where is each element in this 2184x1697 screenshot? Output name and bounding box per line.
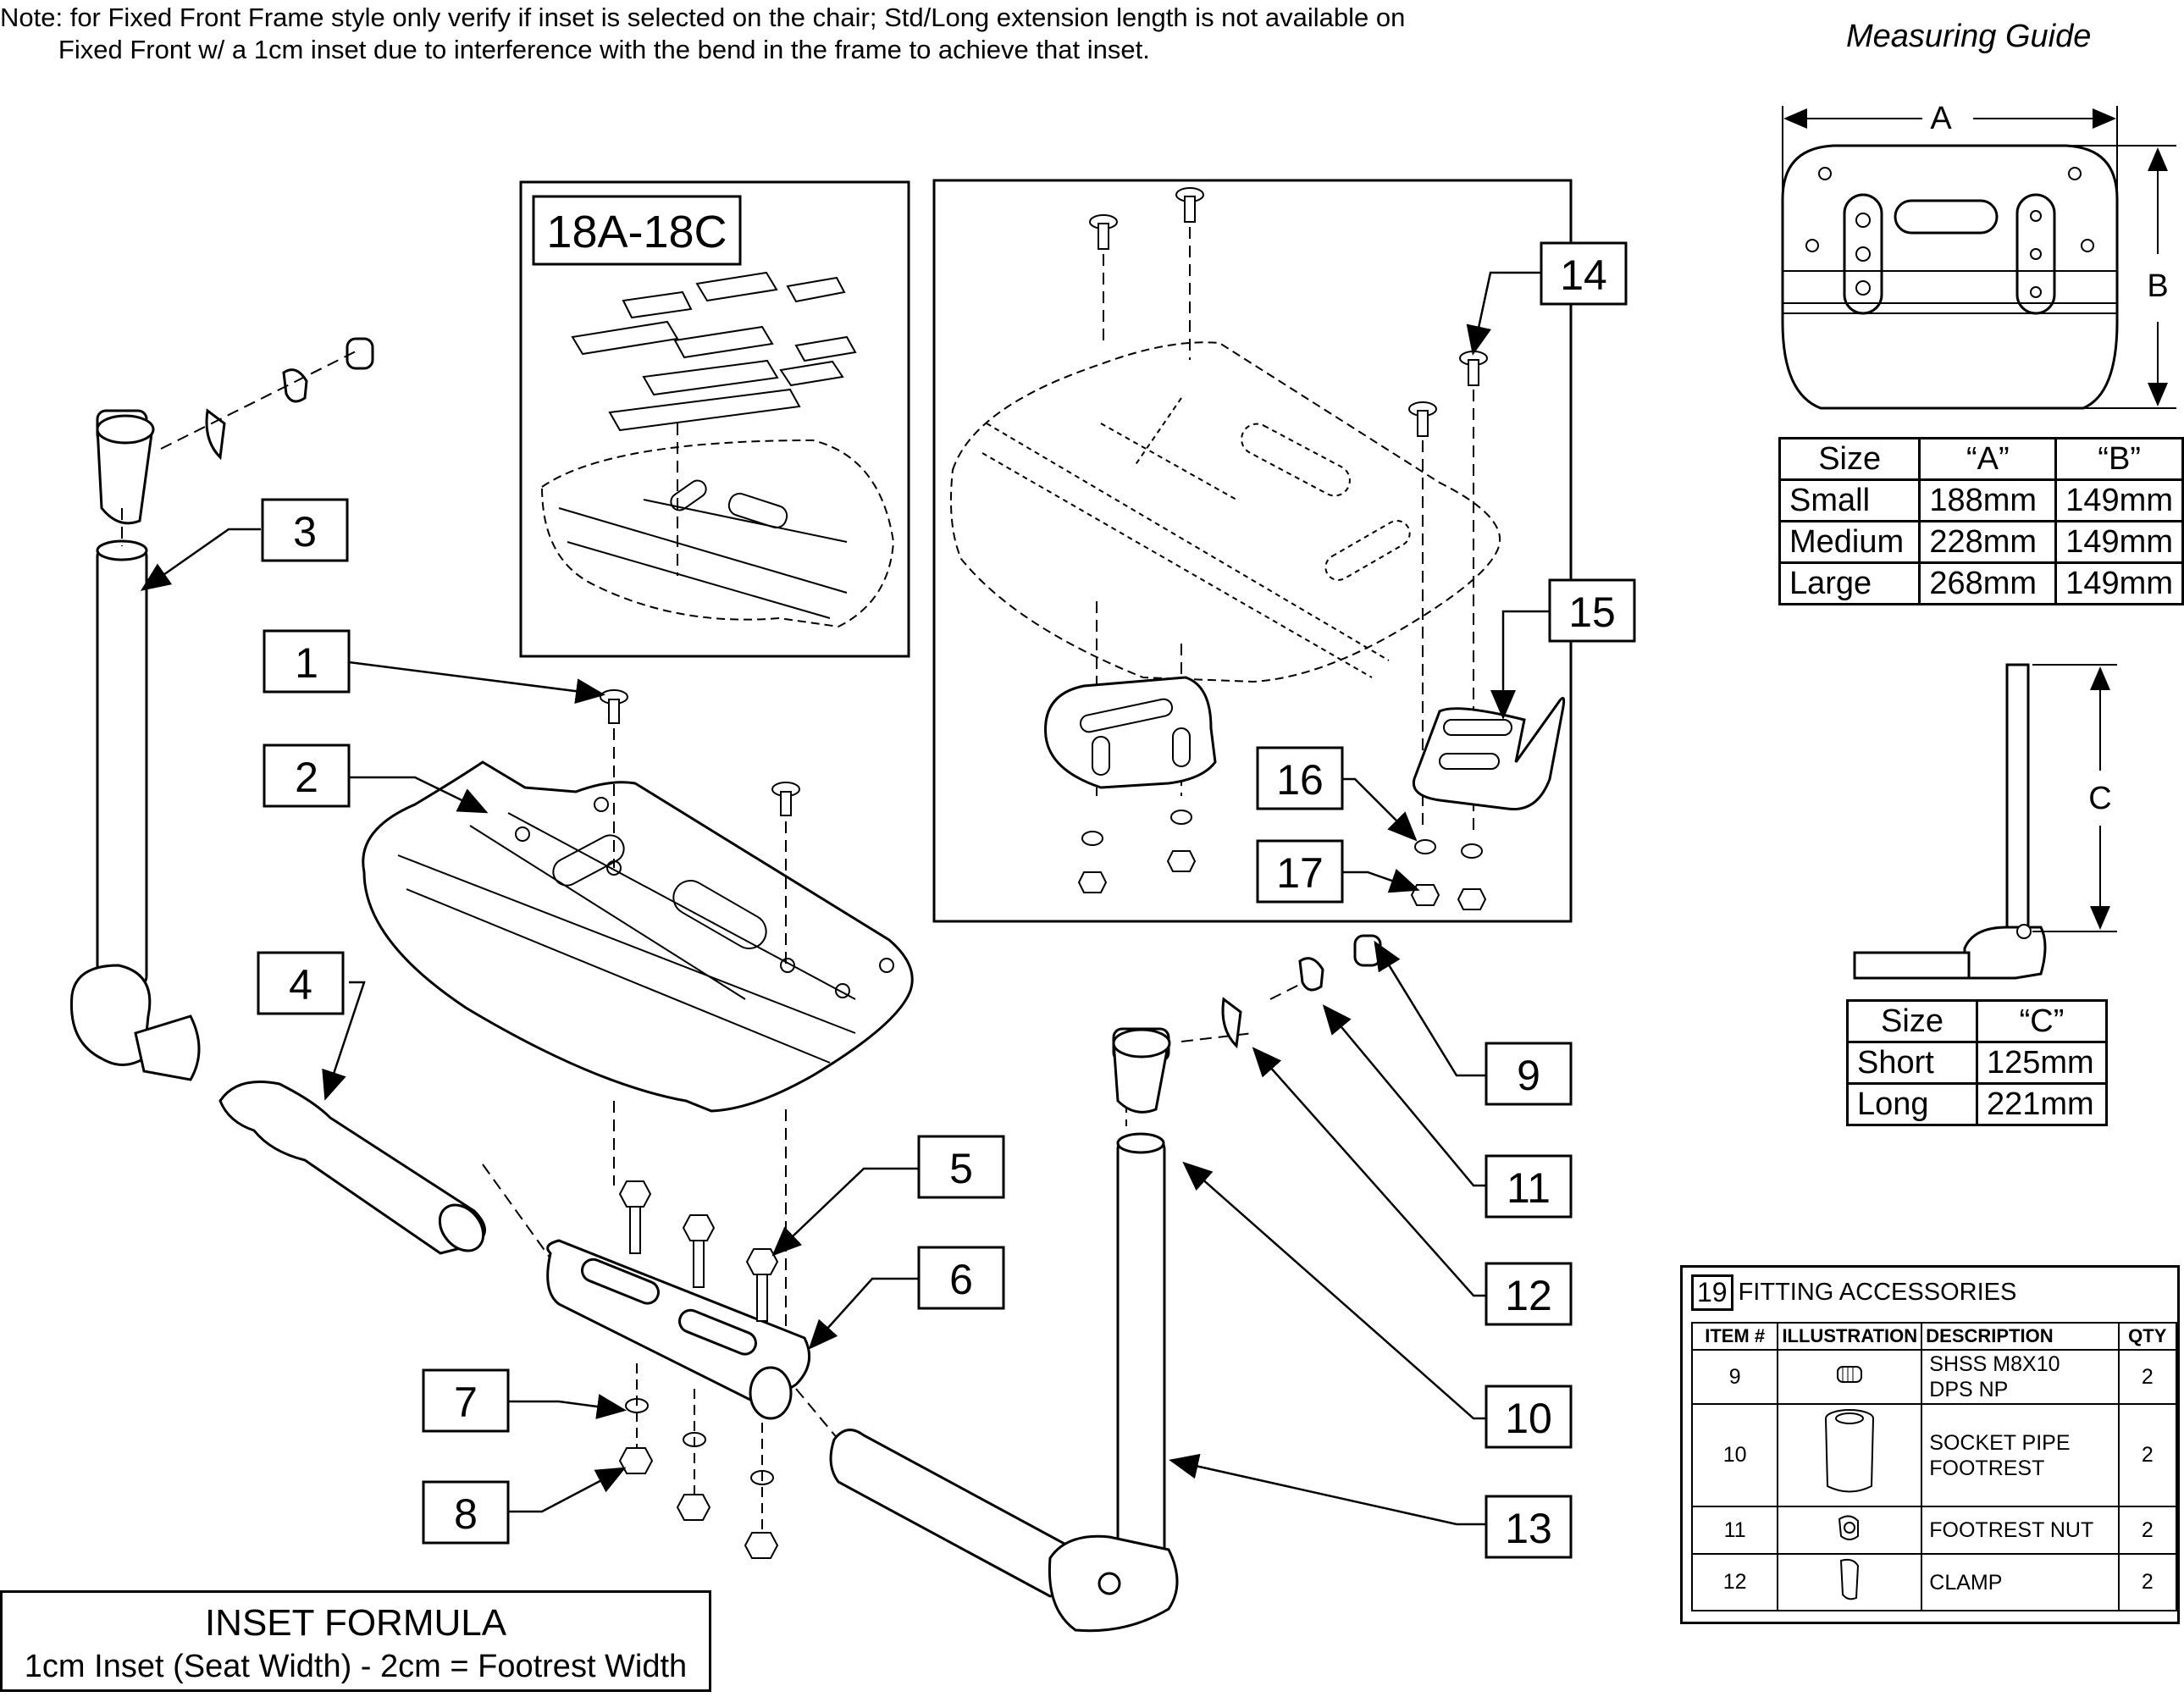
accessories-table: ITEM # ILLUSTRATION DESCRIPTION QTY 9 SH… [1690,1322,2178,1611]
callout-boxes: 3 1 2 4 5 6 7 8 9 11 12 10 13 14 15 16 1… [257,241,1636,1559]
callout-16: 16 [1256,746,1344,810]
size-table-header-a: “A” [1918,437,2058,481]
size-table-header-size: Size [1778,437,1921,481]
socket-pipe-icon [1825,1409,1875,1493]
svg-text:2: 2 [295,754,318,801]
svg-text:17: 17 [1276,849,1324,897]
length-table-header-size: Size [1846,999,1978,1043]
callout-5: 5 [917,1135,1005,1199]
callout-2: 2 [263,743,351,808]
callout-4: 4 [257,951,345,1015]
table-row: Short 125mm [1846,1041,2108,1085]
note-line-2: Fixed Front w/ a 1cm inset due to interf… [0,35,1150,64]
svg-text:16: 16 [1276,756,1324,804]
svg-text:9: 9 [1517,1052,1540,1099]
svg-text:1: 1 [295,639,318,687]
accessories-title: FITTING ACCESSORIES [1738,1279,2017,1306]
callout-3: 3 [261,498,349,562]
measuring-hanger-figure: C [1853,663,2117,980]
clamp-icon [1840,1558,1860,1600]
callout-17: 17 [1256,839,1344,904]
inset-formula-title: INSET FORMULA [204,1602,507,1644]
offset-footplate-panel [932,179,1573,923]
svg-text:7: 7 [454,1379,478,1426]
svg-text:8: 8 [454,1490,478,1538]
svg-text:14: 14 [1560,252,1607,299]
accessories-number: 19 [1691,1274,1733,1311]
svg-text:6: 6 [949,1256,973,1303]
callout-11: 11 [1485,1154,1573,1219]
right-hanger-assembly [829,934,1382,1633]
svg-text:10: 10 [1505,1395,1552,1442]
inset-detail-label: 18A-18C [546,207,727,257]
callout-8: 8 [422,1480,510,1545]
svg-text:15: 15 [1568,589,1616,636]
set-screw-icon [1837,1365,1863,1383]
left-hanger-assembly [69,337,374,1081]
callout-10: 10 [1485,1385,1573,1449]
inset-formula-text: 1cm Inset (Seat Width) - 2cm = Footrest … [24,1649,688,1684]
table-row: 11 FOOTREST NUT 2 [1690,1506,2178,1555]
table-row: 12 CLAMP 2 [1690,1553,2178,1611]
plate-size-table: Size “A” “B” Small 188mm 149mm Medium 22… [1778,437,2184,605]
table-row: Medium 228mm 149mm [1778,520,2184,564]
svg-text:4: 4 [289,961,312,1009]
table-row: Long 221mm [1846,1082,2108,1126]
callout-9: 9 [1485,1042,1573,1106]
extension-tube [218,1081,486,1255]
inset-formula-box: INSET FORMULA 1cm Inset (Seat Width) - 2… [0,1590,711,1692]
callout-6: 6 [917,1246,1005,1310]
callout-15: 15 [1548,578,1636,643]
measuring-guide-title: Measuring Guide [1846,19,2092,54]
size-table-header-b: “B” [2054,437,2184,481]
dim-b-label: B [2147,268,2168,304]
callout-1: 1 [263,629,351,694]
measuring-plate-figure: A B [1781,101,2176,410]
svg-text:12: 12 [1505,1272,1552,1319]
fitting-accessories-panel: 19 FITTING ACCESSORIES ITEM # ILLUSTRATI… [1680,1265,2180,1624]
note-text: Note: for Fixed Front Frame style only v… [0,2,1405,66]
footrest-nut-icon [1838,1515,1860,1540]
svg-text:13: 13 [1505,1505,1552,1552]
callout-12: 12 [1485,1262,1573,1326]
clamp-block [546,1239,811,1420]
table-row: Small 188mm 149mm [1778,478,2184,522]
note-line-1: Note: for Fixed Front Frame style only v… [0,3,1406,32]
callout-7: 7 [422,1368,510,1433]
callout-14: 14 [1540,241,1628,306]
dim-c-label: C [2088,781,2111,816]
footplate [362,760,914,1113]
length-table-header-c: “C” [1976,999,2108,1043]
table-row: Large 268mm 149mm [1778,561,2184,605]
hanger-length-table: Size “C” Short 125mm Long 221mm [1846,999,2108,1126]
svg-text:11: 11 [1507,1164,1551,1212]
inset-detail-panel: 18A-18C [519,180,910,658]
svg-text:5: 5 [949,1145,973,1192]
dim-a-label: A [1930,101,1952,136]
callout-13: 13 [1485,1495,1573,1559]
svg-text:3: 3 [293,508,317,556]
